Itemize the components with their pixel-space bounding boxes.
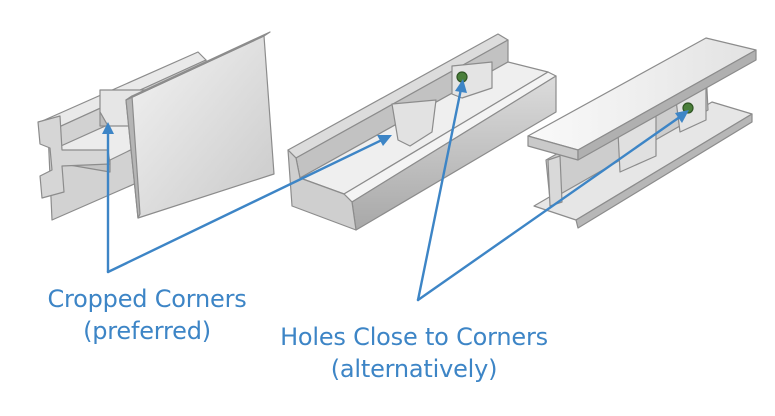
h-beam-cropped-corner	[99, 111, 109, 127]
label-holes-close-to-corners: Holes Close to Corners (alternatively)	[258, 321, 570, 385]
i-beam-end-web	[547, 155, 563, 207]
callout-arrows	[106, 82, 686, 302]
arrow-holes-to-ibeam	[416, 112, 686, 302]
h-beam-front-flange-top	[125, 31, 271, 101]
i-beam-bottom-flange-face	[575, 113, 753, 229]
channel-end-face	[287, 149, 357, 231]
h-beam-end-profile	[37, 115, 111, 199]
arrow-cropped-diagonal	[106, 136, 388, 274]
arrow-holes-to-channel	[416, 82, 464, 302]
label-cropped-corners: Cropped Corners (preferred)	[14, 283, 280, 347]
channel-beam	[287, 33, 557, 231]
i-beam-hole-icon	[682, 102, 694, 114]
arrowhead-icon	[675, 110, 689, 123]
label-cropped-line1: Cropped Corners	[47, 285, 247, 313]
label-holes-line2: (alternatively)	[330, 355, 498, 383]
i-beam-top-flange-side	[577, 49, 757, 161]
h-beam-cropped-corners	[37, 31, 275, 221]
arrowhead-icon	[102, 122, 114, 134]
arrowheads	[102, 79, 689, 146]
label-holes-line1: Holes Close to Corners	[280, 323, 548, 351]
i-beam-holes	[527, 37, 757, 229]
label-cropped-line2: (preferred)	[83, 317, 211, 345]
channel-stiffener	[391, 99, 437, 147]
arrowhead-icon	[377, 135, 392, 146]
arrowhead-icon	[455, 79, 467, 93]
